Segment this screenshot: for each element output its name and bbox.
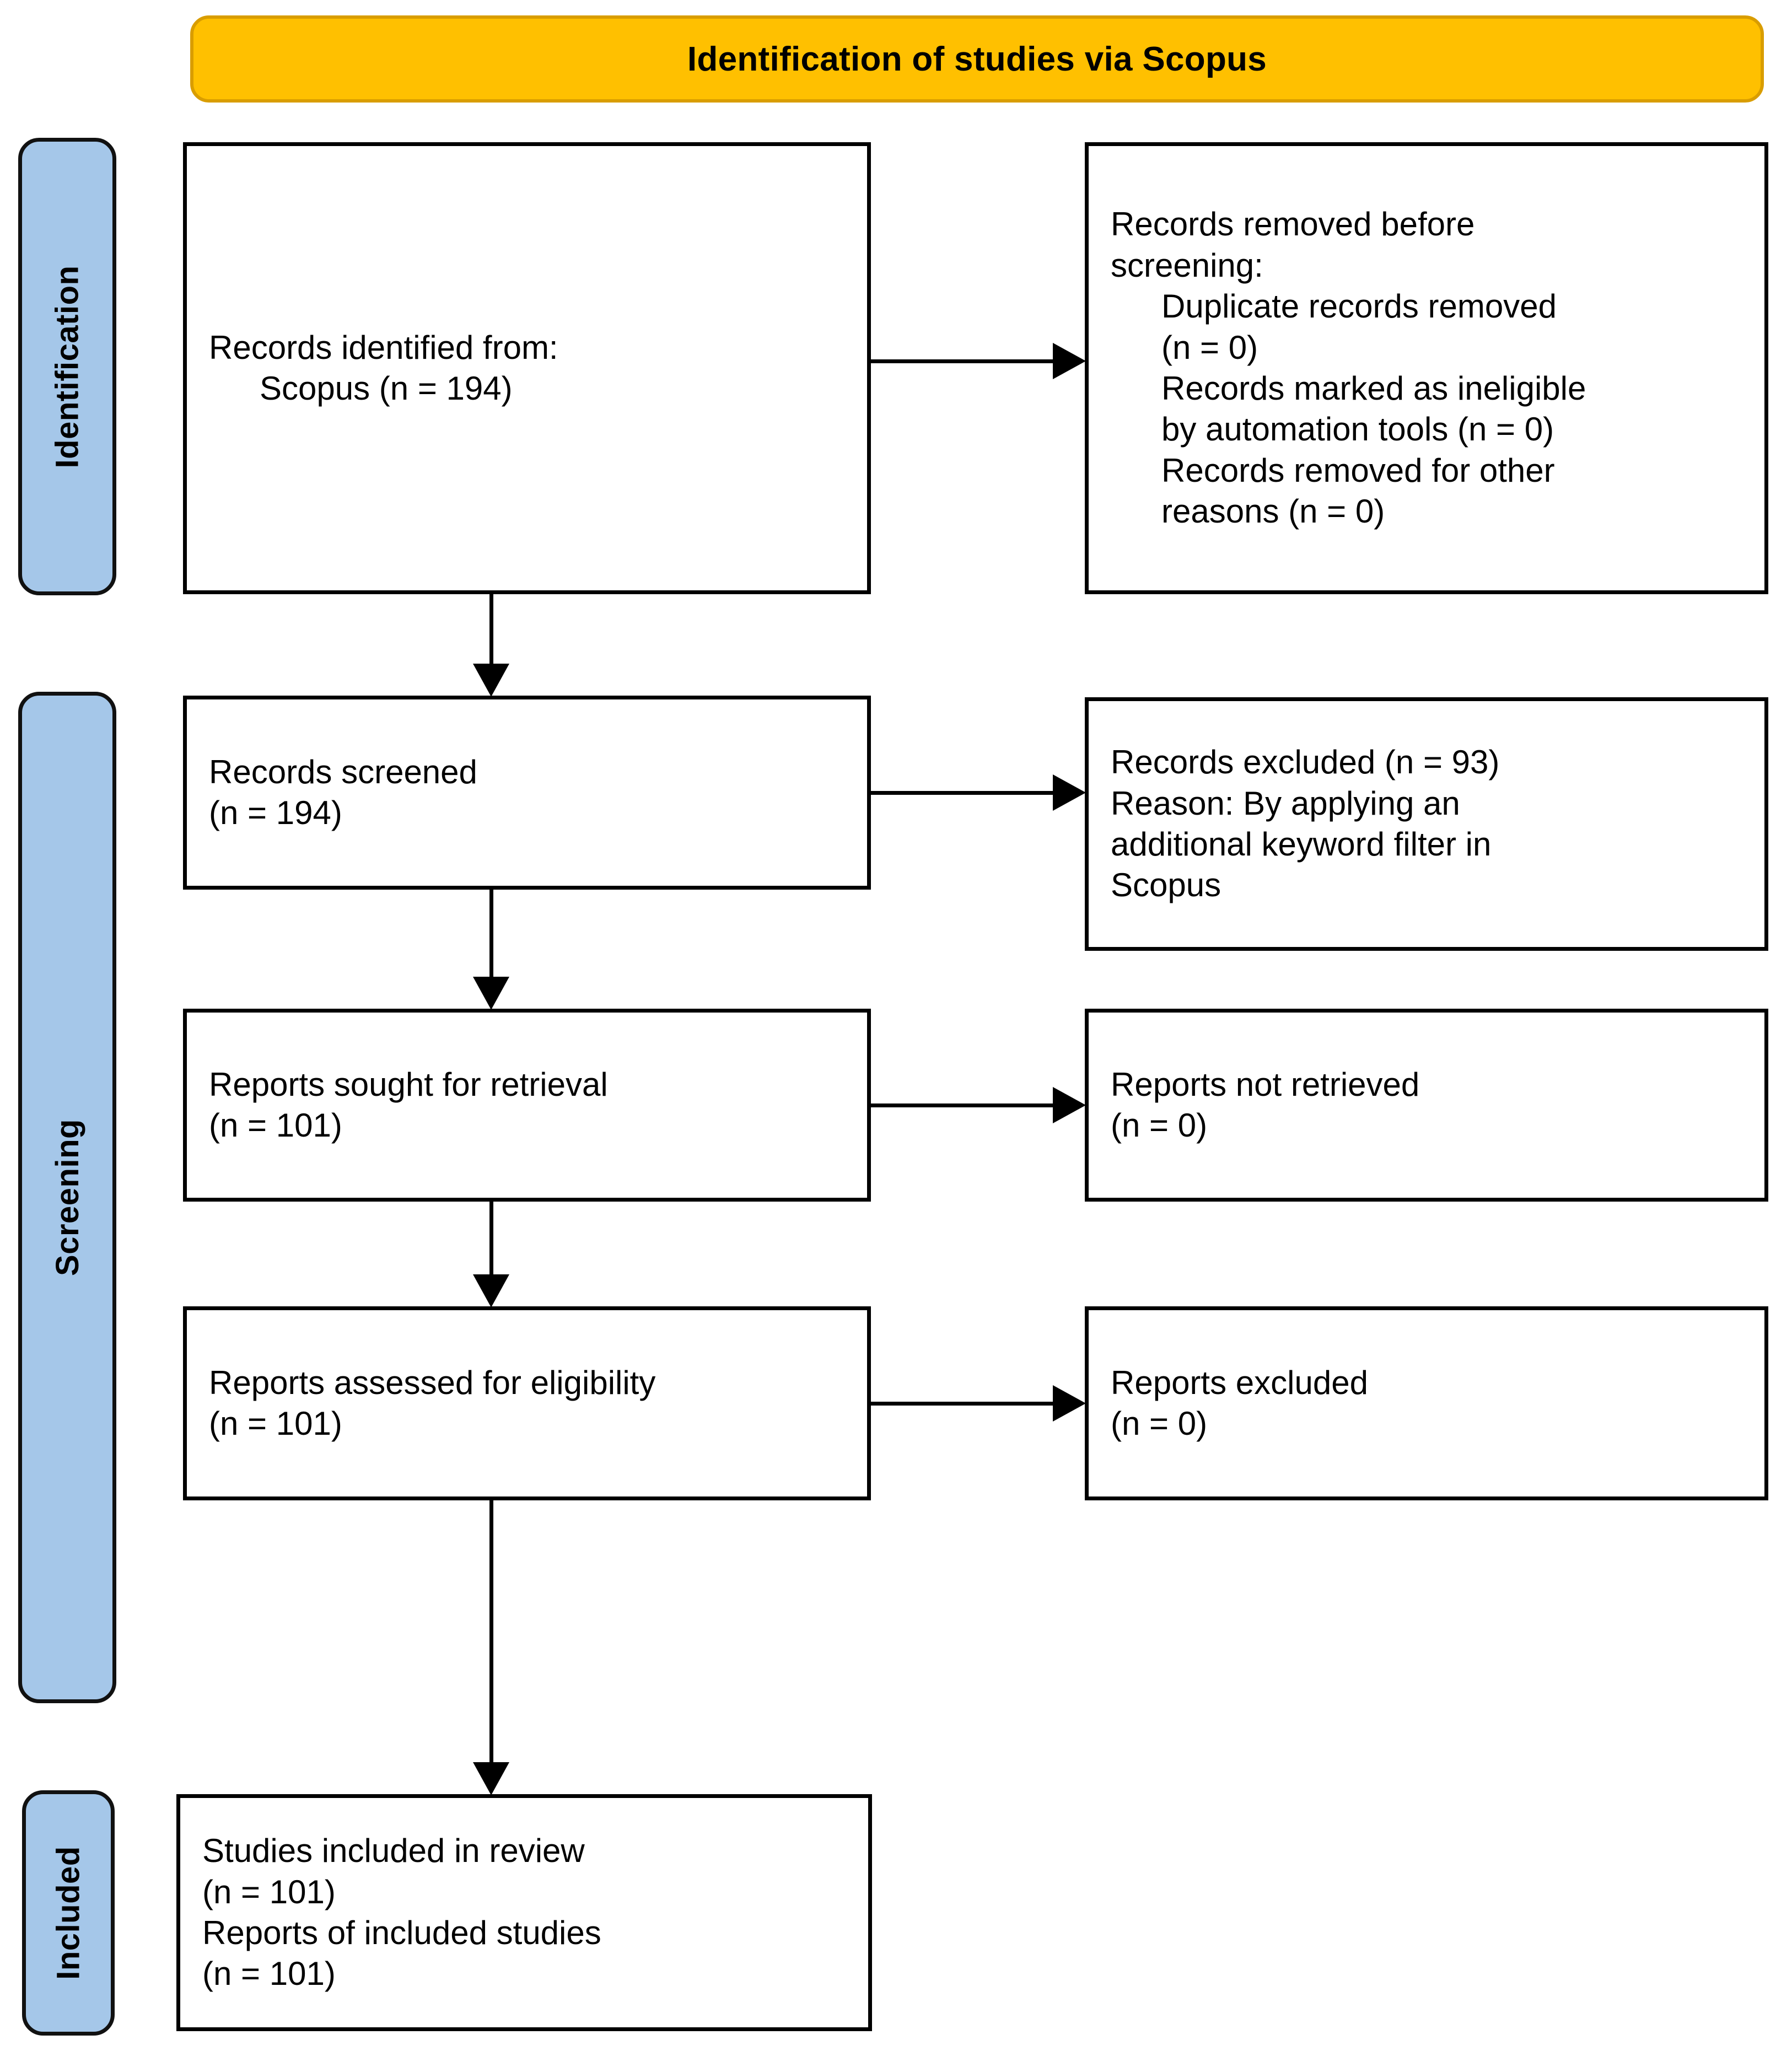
records-removed-italic-before: before [1381,206,1475,243]
records-excluded-line-1: Records excluded (n = 93) [1111,744,1500,781]
records-removed-item-1b: (n = 0) [1161,329,1258,366]
box-reports-not-retrieved: Reports not retrieved (n = 0) [1085,1009,1768,1202]
arrow-assessed-to-included [472,1499,510,1795]
records-removed-heading-2: screening: [1111,245,1742,286]
stage-label-screening: Screening [18,692,116,1703]
arrow-head-down-icon [473,664,509,697]
arrow-shaft [871,359,1053,363]
arrow-screened-to-records-excluded [871,773,1086,812]
records-excluded-line-4: Scopus [1111,866,1221,904]
records-identified-line-2: Scopus (n = 194) [260,370,513,407]
reports-assessed-line-2: (n = 101) [209,1405,342,1442]
records-removed-colon: : [1254,246,1263,284]
reports-excluded-line-1: Reports excluded [1111,1364,1368,1401]
arrow-head-down-icon [473,977,509,1010]
records-excluded-line-3: additional keyword filter in [1111,826,1492,863]
arrow-head-right-icon [1053,343,1086,379]
box-records-removed-before-screening: Records removed before screening: Duplic… [1085,142,1768,594]
arrow-identified-to-screened [472,594,510,697]
stage-label-identification-text: Identification [49,265,85,468]
arrow-identified-to-removed [871,342,1086,380]
stage-label-included-text: Included [50,1846,87,1980]
arrow-sought-to-assessed [472,1201,510,1307]
arrow-sought-to-not-retrieved [871,1086,1086,1124]
reports-assessed-line-1: Reports assessed for eligibility [209,1364,656,1401]
records-screened-line-2: (n = 194) [209,794,342,831]
arrow-shaft [489,594,493,664]
records-identified-line-1: Records identified from: [209,329,558,366]
arrow-shaft [871,791,1053,795]
records-removed-item-3a: Records removed for other [1161,451,1555,489]
diagram-header-banner: Identification of studies via Scopus [190,15,1764,103]
arrow-shaft [871,1402,1053,1406]
records-removed-italic-screening: screening [1111,246,1255,284]
records-excluded-line-2: Reason: By applying an [1111,784,1460,822]
box-reports-excluded: Reports excluded (n = 0) [1085,1306,1768,1500]
stage-label-screening-text: Screening [49,1119,85,1276]
arrow-screened-to-sought [472,889,510,1010]
arrow-head-right-icon [1053,1087,1086,1123]
diagram-title: Identification of studies via Scopus [687,40,1267,78]
reports-not-retrieved-line-1: Reports not retrieved [1111,1065,1420,1103]
stage-label-included: Included [22,1790,115,2036]
records-removed-item-1a: Duplicate records removed [1161,288,1557,325]
box-records-excluded: Records excluded (n = 93) Reason: By app… [1085,697,1768,951]
box-reports-assessed-for-eligibility: Reports assessed for eligibility (n = 10… [183,1306,871,1500]
arrow-assessed-to-reports-excluded [871,1384,1086,1423]
studies-included-line-2: (n = 101) [202,1873,336,1910]
records-removed-lead: Records removed [1111,206,1381,243]
box-records-identified: Records identified from: Scopus (n = 194… [183,142,871,594]
reports-sought-line-2: (n = 101) [209,1107,342,1144]
arrow-head-right-icon [1053,774,1086,811]
reports-not-retrieved-line-2: (n = 0) [1111,1107,1208,1144]
arrow-shaft [871,1103,1053,1107]
studies-included-line-4: (n = 101) [202,1955,336,1993]
arrow-shaft [489,889,493,977]
records-removed-item-3b: reasons (n = 0) [1161,493,1385,530]
box-studies-included-in-review: Studies included in review (n = 101) Rep… [176,1794,872,2031]
arrow-shaft [489,1201,493,1274]
reports-excluded-line-2: (n = 0) [1111,1405,1208,1442]
reports-sought-line-1: Reports sought for retrieval [209,1065,608,1103]
box-records-screened: Records screened (n = 194) [183,696,871,890]
box-reports-sought-for-retrieval: Reports sought for retrieval (n = 101) [183,1009,871,1202]
records-removed-item-2b: by automation tools (n = 0) [1161,411,1554,448]
arrow-head-down-icon [473,1274,509,1307]
arrow-head-down-icon [473,1762,509,1795]
arrow-head-right-icon [1053,1385,1086,1422]
records-removed-item-2a: Records marked as ineligible [1161,370,1586,407]
stage-label-identification: Identification [18,138,116,595]
arrow-shaft [489,1499,493,1762]
studies-included-line-1: Studies included in review [202,1832,585,1870]
records-screened-line-1: Records screened [209,753,477,790]
records-removed-heading: Records removed before [1111,204,1742,245]
studies-included-line-3: Reports of included studies [202,1914,601,1951]
